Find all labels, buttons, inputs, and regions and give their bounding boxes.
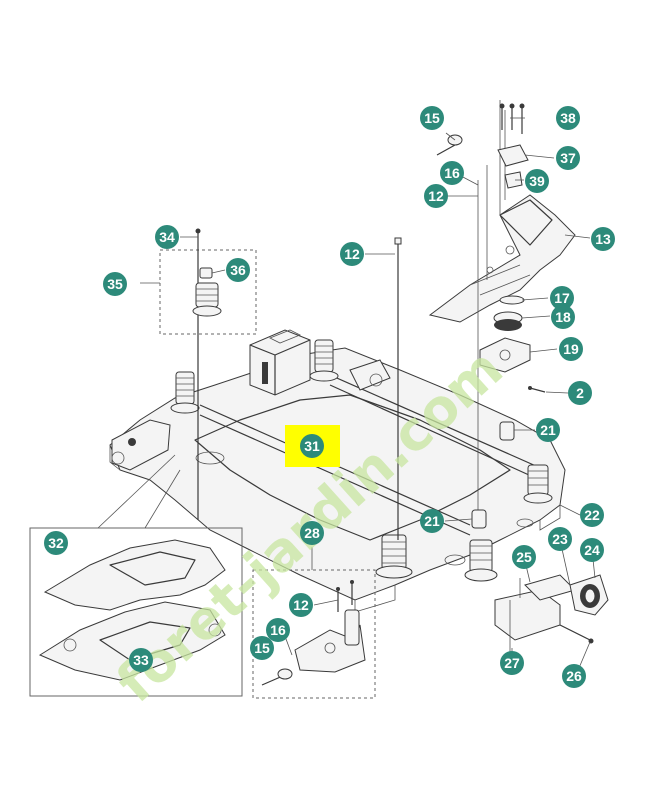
callout-23[interactable]: 23 [548, 527, 572, 551]
callouts: 15 16 12 38 37 39 13 34 36 35 12 17 18 1… [44, 106, 615, 688]
svg-text:16: 16 [444, 165, 460, 181]
callout-28[interactable]: 28 [300, 521, 324, 545]
svg-text:23: 23 [552, 531, 568, 547]
svg-text:22: 22 [584, 507, 600, 523]
long-rod-12 [394, 237, 402, 540]
svg-text:21: 21 [540, 422, 556, 438]
callout-35[interactable]: 35 [103, 272, 127, 296]
svg-text:35: 35 [107, 276, 123, 292]
callout-2[interactable]: 2 [568, 381, 592, 405]
callout-27[interactable]: 27 [500, 651, 524, 675]
svg-text:24: 24 [584, 542, 600, 558]
svg-text:37: 37 [560, 150, 576, 166]
callout-18[interactable]: 18 [551, 305, 575, 329]
callout-15[interactable]: 15 [250, 636, 274, 660]
callout-15[interactable]: 15 [420, 106, 444, 130]
callout-16[interactable]: 16 [440, 161, 464, 185]
svg-text:17: 17 [554, 290, 570, 306]
callout-37[interactable]: 37 [556, 146, 580, 170]
callout-25[interactable]: 25 [512, 545, 536, 569]
svg-text:27: 27 [504, 655, 520, 671]
svg-text:38: 38 [560, 110, 576, 126]
callout-21[interactable]: 21 [536, 418, 560, 442]
wheel-bracket-assembly [494, 574, 609, 660]
svg-text:2: 2 [576, 385, 584, 401]
svg-text:34: 34 [159, 229, 175, 245]
callout-34[interactable]: 34 [155, 225, 179, 249]
screw-2 [528, 386, 546, 393]
svg-text:26: 26 [566, 668, 582, 684]
spring-mount-front-right [464, 539, 498, 582]
svg-text:12: 12 [293, 597, 309, 613]
svg-text:15: 15 [254, 640, 270, 656]
svg-text:36: 36 [230, 262, 246, 278]
svg-text:31: 31 [304, 438, 320, 454]
gear-stack [479, 295, 531, 373]
spacer-21-upper [499, 421, 515, 441]
callout-16[interactable]: 16 [266, 618, 290, 642]
svg-text:12: 12 [344, 246, 360, 262]
inset-plates-box [29, 454, 243, 697]
svg-text:33: 33 [133, 652, 149, 668]
callout-32[interactable]: 32 [44, 531, 68, 555]
svg-text:32: 32 [48, 535, 64, 551]
box-spring-kit [140, 228, 257, 520]
callout-31-highlighted[interactable]: 31 [285, 425, 340, 467]
callout-21[interactable]: 21 [420, 509, 444, 533]
callout-39[interactable]: 39 [525, 169, 549, 193]
callout-12[interactable]: 12 [289, 593, 313, 617]
box-front-bracket [252, 547, 376, 699]
callout-22[interactable]: 22 [580, 503, 604, 527]
spacer-21-lower [471, 509, 487, 529]
svg-text:18: 18 [555, 309, 571, 325]
callout-17[interactable]: 17 [550, 286, 574, 310]
roller-bracket [349, 359, 391, 391]
spring-mount-rear-left [170, 371, 200, 414]
spring-mount-front-left [375, 534, 413, 579]
callout-12[interactable]: 12 [424, 184, 448, 208]
callout-36[interactable]: 36 [226, 258, 250, 282]
upper-plate-assembly [428, 100, 576, 520]
spring-mount-side-right [523, 464, 553, 504]
svg-text:12: 12 [428, 188, 444, 204]
svg-text:21: 21 [424, 513, 440, 529]
spring-mount-rear-right [309, 339, 339, 382]
callout-24[interactable]: 24 [580, 538, 604, 562]
svg-text:25: 25 [516, 549, 532, 565]
callout-26[interactable]: 26 [562, 664, 586, 688]
callout-38[interactable]: 38 [556, 106, 580, 130]
callout-33[interactable]: 33 [129, 648, 153, 672]
svg-text:19: 19 [563, 341, 579, 357]
svg-text:13: 13 [595, 231, 611, 247]
svg-text:28: 28 [304, 525, 320, 541]
callout-13[interactable]: 13 [591, 227, 615, 251]
svg-text:39: 39 [529, 173, 545, 189]
motor-housing [249, 329, 311, 396]
svg-text:15: 15 [424, 110, 440, 126]
callout-12[interactable]: 12 [340, 242, 364, 266]
callout-19[interactable]: 19 [559, 337, 583, 361]
svg-text:16: 16 [270, 622, 286, 638]
